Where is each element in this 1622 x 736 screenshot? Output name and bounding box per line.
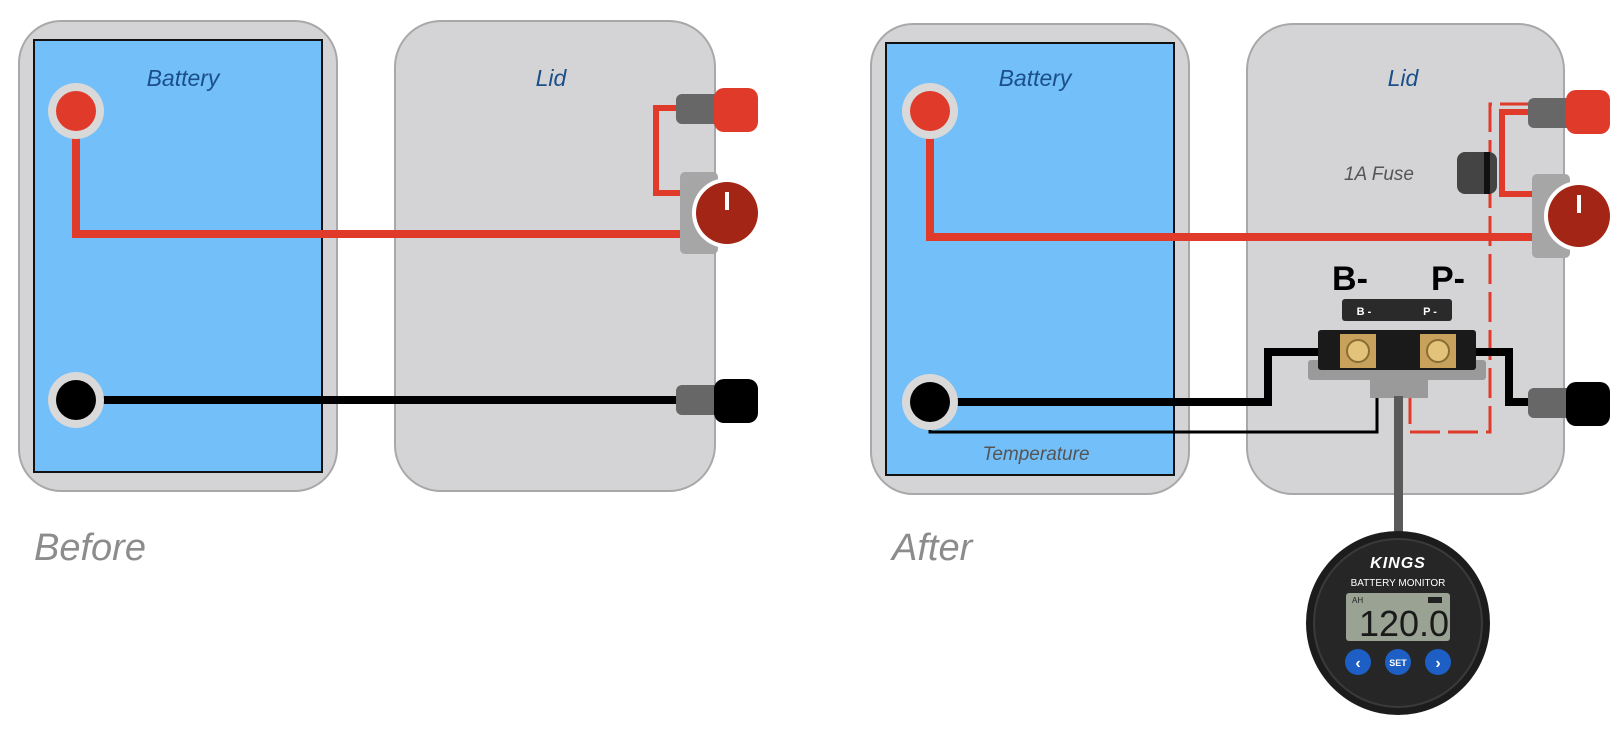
monitor-set-button[interactable]: [1385, 649, 1411, 675]
positive-post-sleeve: [676, 94, 722, 124]
monitor-brand: KINGS: [1370, 555, 1426, 572]
positive-wire: [72, 111, 708, 238]
temperature-label: Temperature: [982, 444, 1089, 465]
monitor-lcd: [1346, 593, 1450, 641]
isolator-switch-indicator: [1577, 195, 1581, 213]
lid-case: [394, 20, 716, 492]
positive-post-cap: [1566, 90, 1610, 134]
battery-label: Battery: [999, 65, 1073, 91]
isolator-switch-indicator: [725, 192, 729, 210]
monitor-reading: 120.0: [1359, 603, 1449, 644]
shunt-b-label: B-: [1332, 260, 1368, 298]
negative-post-sleeve: [1528, 388, 1574, 418]
negative-terminal: [56, 380, 96, 420]
monitor-battery-icon: [1428, 597, 1442, 603]
negative-wire-battery: [930, 348, 1344, 406]
negative-post-cap: [714, 379, 758, 423]
monitor-set-label: SET: [1389, 658, 1407, 668]
before-diagram: Battery Lid Before: [18, 20, 762, 569]
fuse-label: 1A Fuse: [1344, 164, 1414, 185]
chevron-right-icon: ›: [1435, 655, 1440, 672]
monitor-right-button[interactable]: [1425, 649, 1451, 675]
isolator-switch-knob: [1548, 185, 1610, 247]
shunt: B- P- B - P -: [1308, 260, 1486, 398]
battery-monitor: KINGS BATTERY MONITOR AH 120.0 ‹ SET ›: [1306, 531, 1490, 715]
monitor-left-button[interactable]: [1345, 649, 1371, 675]
positive-terminal: [910, 91, 950, 131]
negative-terminal: [910, 382, 950, 422]
positive-terminal: [56, 91, 96, 131]
fuse-holder: [1457, 152, 1497, 194]
isolator-switch-knob: [696, 182, 758, 244]
negative-post-sleeve: [676, 385, 722, 415]
before-caption: Before: [34, 527, 146, 569]
battery-label: Battery: [147, 65, 221, 91]
negative-post-cap: [1566, 382, 1610, 426]
shunt-b-small-label: B -: [1357, 306, 1372, 318]
lid-case: [1246, 23, 1565, 495]
after-diagram: Battery Lid Temperature 1A Fuse: [870, 23, 1614, 715]
lid-label: Lid: [536, 65, 568, 91]
after-caption: After: [890, 527, 974, 569]
shunt-p-small-label: P -: [1423, 306, 1437, 318]
monitor-title: BATTERY MONITOR: [1351, 578, 1446, 589]
positive-post-cap: [714, 88, 758, 132]
shunt-cover: [1342, 299, 1452, 321]
shunt-mount-tab: [1370, 376, 1428, 398]
positive-wire: [926, 111, 1560, 241]
positive-post-sleeve: [1528, 98, 1574, 128]
positive-wire-switch-loop: [1499, 109, 1552, 197]
lid-label: Lid: [1388, 65, 1420, 91]
monitor-unit: AH: [1352, 596, 1363, 605]
shunt-p-label: P-: [1431, 260, 1465, 298]
monitor-power-wire: [1408, 102, 1530, 434]
positive-wire-switch-loop: [653, 105, 700, 196]
monitor-cable: [1394, 396, 1403, 546]
chevron-left-icon: ‹: [1355, 655, 1360, 672]
shunt-p-bolt: [1426, 339, 1450, 363]
fuse-band: [1484, 152, 1490, 194]
shunt-b-bolt: [1346, 339, 1370, 363]
